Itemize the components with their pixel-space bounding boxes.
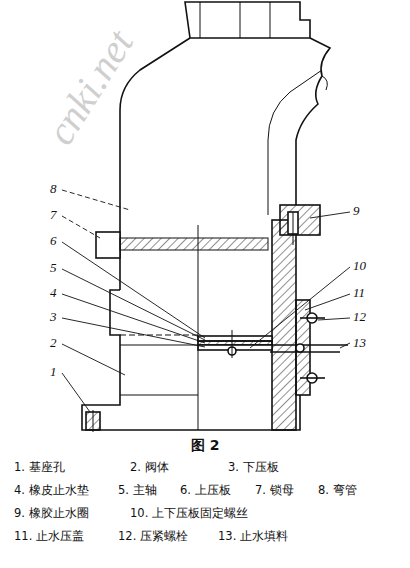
part-name: 5. 主轴 [118, 485, 157, 497]
part-name: 6. 上压板 [180, 485, 231, 497]
callout-number: 8 [50, 182, 57, 195]
part-name: 3. 下压板 [228, 462, 279, 474]
part-name: 10. 上下压板固定螺丝 [130, 508, 248, 520]
part-name: 12. 压紧螺栓 [118, 531, 188, 543]
callout-number: 7 [50, 208, 57, 221]
part-name: 2. 阀体 [130, 462, 169, 474]
part-name: 13. 止水填料 [218, 531, 288, 543]
figure-caption: 图 2 [191, 438, 220, 452]
part-name: 8. 弯管 [318, 485, 357, 497]
callout-number: 6 [50, 234, 57, 247]
callout-number: 2 [50, 336, 57, 349]
callout-number: 11 [353, 286, 365, 299]
part-name: 11. 止水压盖 [14, 531, 84, 543]
callout-number: 3 [50, 310, 57, 323]
part-name: 7. 锁母 [255, 485, 294, 497]
callout-number: 13 [353, 336, 366, 349]
part-name: 4. 橡皮止水垫 [14, 485, 89, 497]
callout-number: 1 [50, 365, 57, 378]
callout-number: 4 [50, 286, 57, 299]
part-name: 1. 基座孔 [14, 462, 65, 474]
callout-number: 5 [50, 261, 57, 274]
part-name: 9. 橡胶止水圈 [14, 508, 89, 520]
callout-number: 10 [353, 259, 366, 272]
callout-number: 12 [353, 310, 366, 323]
callout-number: 9 [353, 204, 360, 217]
